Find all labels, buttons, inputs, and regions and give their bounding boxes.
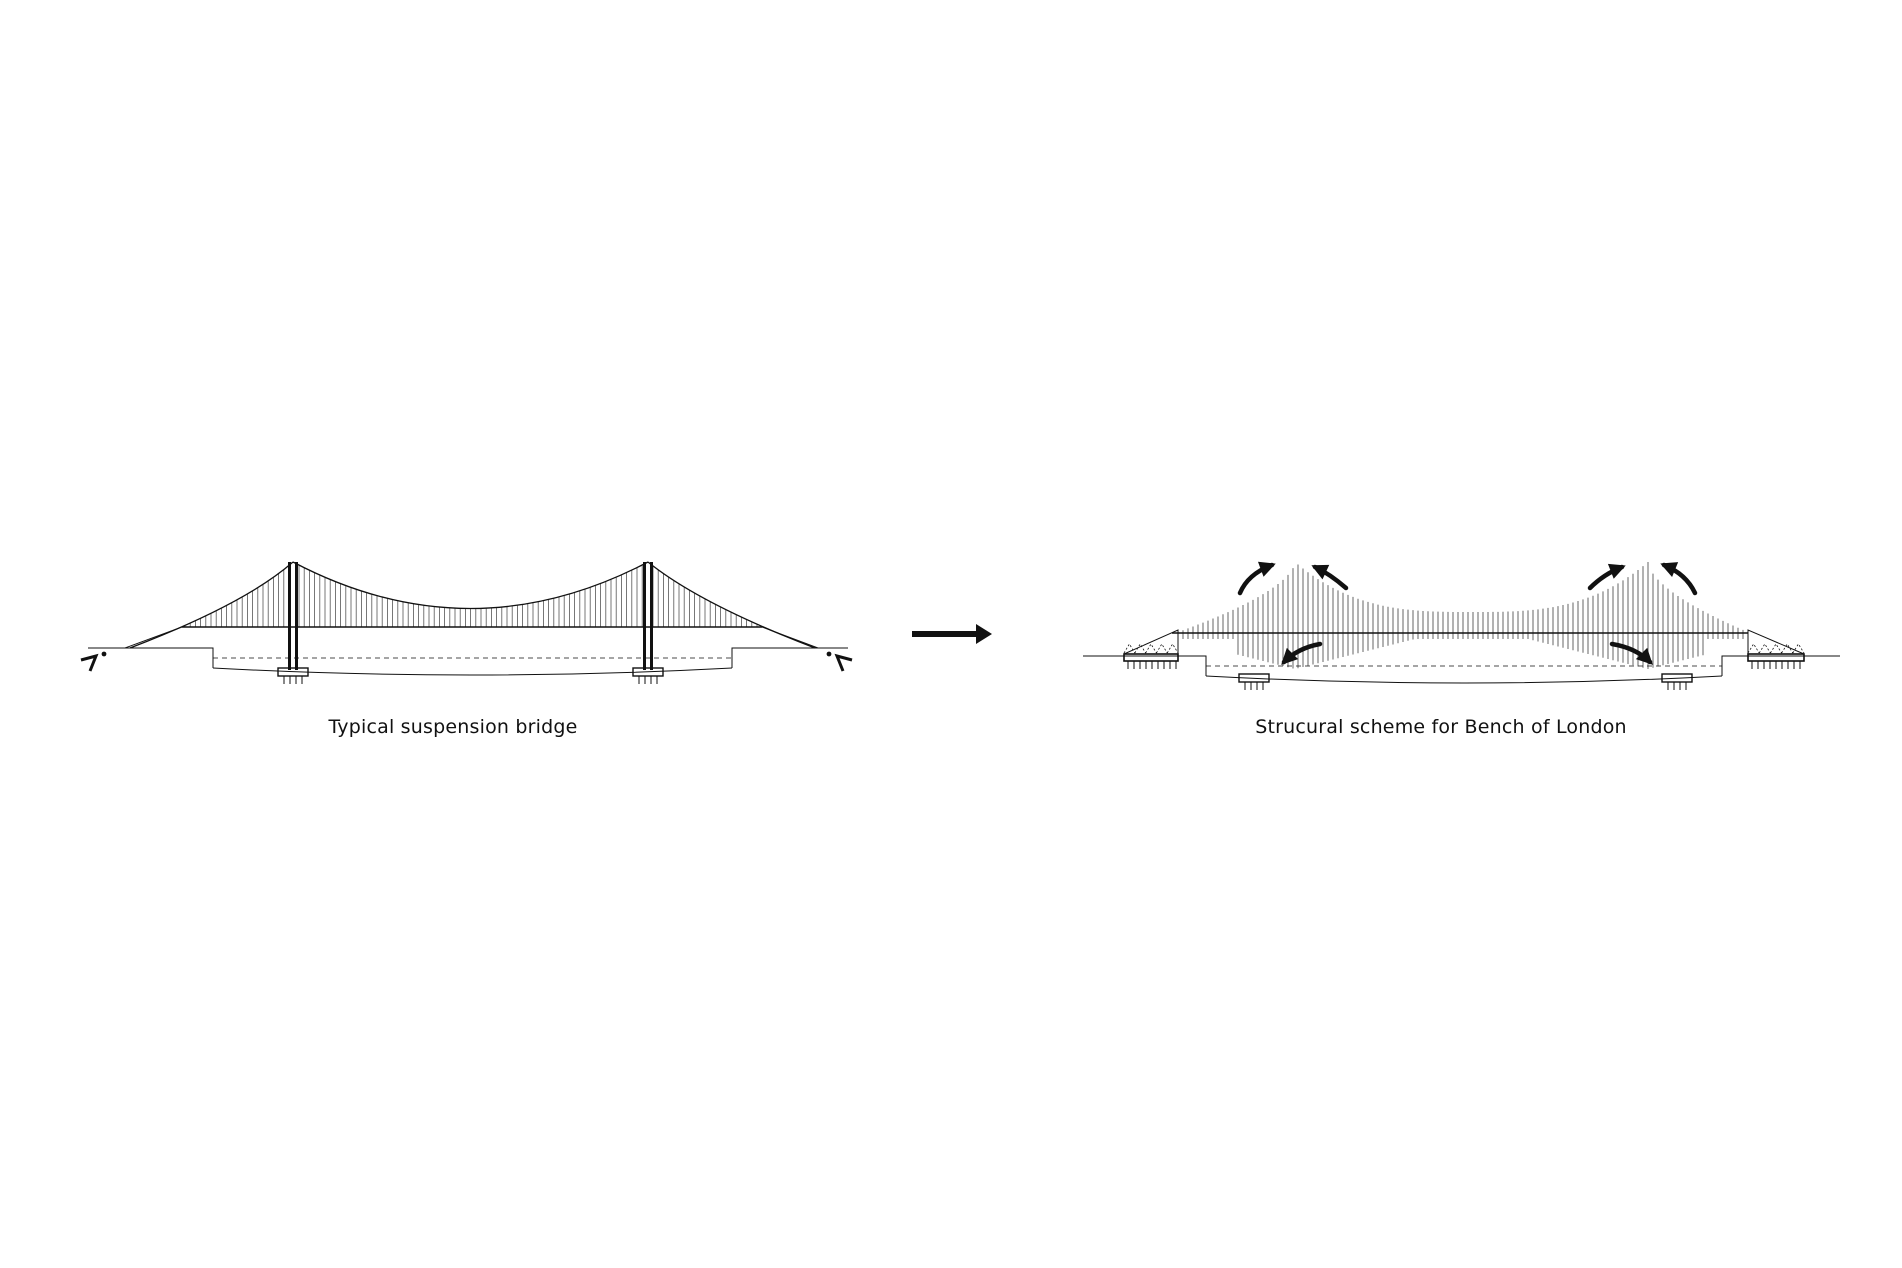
river-bed <box>212 667 733 676</box>
truss-web <box>1123 643 1179 654</box>
tower-foundation <box>1661 673 1693 683</box>
anchor-point <box>101 651 107 657</box>
main-cable <box>292 561 649 610</box>
tower-leg <box>643 562 646 670</box>
curved-arrow-icon <box>1237 561 1276 596</box>
truss-frame <box>1123 629 1179 655</box>
side-cable <box>129 561 294 649</box>
approach-ramp <box>761 626 819 649</box>
tower-leg <box>650 562 653 670</box>
left-bridge-hangers <box>184 564 758 627</box>
tower-foundation <box>1238 673 1270 683</box>
river-bed <box>1205 675 1723 684</box>
curved-arrow-icon <box>1311 564 1349 591</box>
tower-foundation <box>277 667 309 677</box>
bench-of-london-scheme <box>1083 561 1840 690</box>
river-bank <box>88 647 848 668</box>
right-anchorage <box>834 653 853 672</box>
abutment <box>1747 653 1805 662</box>
tower-foundation <box>632 667 664 677</box>
right-arrow-icon <box>912 624 992 644</box>
caption-typical-bridge: Typical suspension bridge <box>328 716 578 738</box>
left-bridge-structure <box>80 561 853 684</box>
truss-web <box>1747 643 1805 654</box>
curved-arrow-icon <box>1587 563 1626 591</box>
truss-frame <box>1747 629 1805 655</box>
approach-ramp <box>124 626 183 649</box>
side-cable <box>647 561 816 649</box>
anchor-point <box>826 651 832 657</box>
curved-arrow-icon <box>1281 641 1323 665</box>
curved-arrow-icon <box>1609 641 1653 665</box>
caption-bench-of-london: Strucural scheme for Bench of London <box>1255 716 1627 738</box>
left-anchorage <box>80 653 99 672</box>
curved-arrow-icon <box>1660 562 1698 596</box>
tower-leg <box>288 562 291 670</box>
force-arrows <box>1237 561 1698 665</box>
right-bridge-structure <box>1083 629 1840 690</box>
tower-leg <box>295 562 298 670</box>
abutment <box>1123 653 1179 662</box>
right-bridge-hangers <box>1177 562 1749 669</box>
typical-suspension-bridge <box>80 561 853 684</box>
